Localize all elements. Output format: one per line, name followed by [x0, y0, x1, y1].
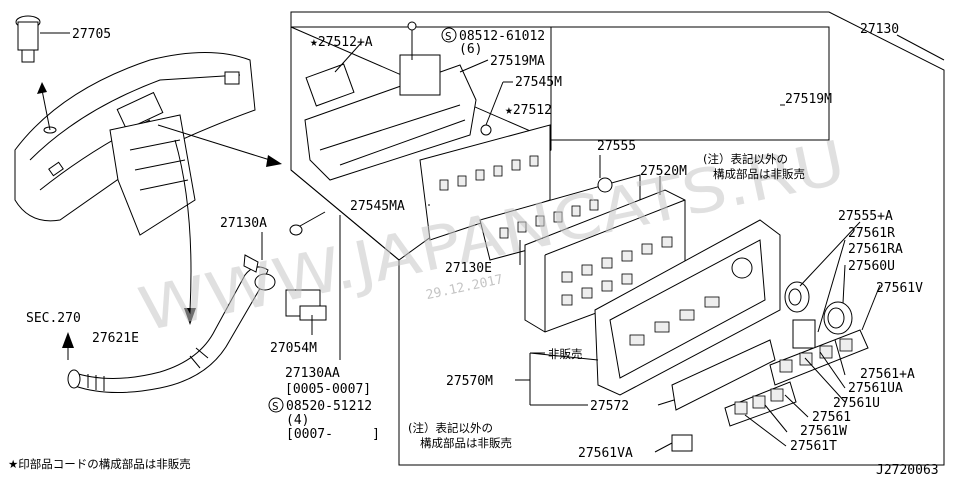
part-labels: 27705 ★27512+A S 08512-61012 (6) 27519MA…: [8, 22, 939, 478]
note-b-line1: (注）表記以外の: [408, 421, 493, 435]
label-27519m: 27519M: [785, 92, 832, 107]
note-b-line2: 構成部品は非販売: [420, 436, 512, 450]
note-a-line2: 構成部品は非販売: [713, 167, 805, 181]
diagram-code: J2720063: [876, 463, 939, 478]
label-27561u: 27561U: [833, 396, 880, 411]
label-08512: 08512-61012: [459, 29, 545, 44]
label-27520m: 27520M: [640, 164, 687, 179]
screw-s-2: S: [272, 400, 279, 413]
ambient-sensor-27054m: [243, 254, 327, 321]
label-hihanbai: 非販売: [548, 347, 583, 361]
circuit-boards: [419, 124, 641, 261]
label-27130e: 27130E: [445, 261, 492, 276]
screw-symbol-1: [441, 27, 457, 43]
label-27621e: 27621E: [92, 331, 139, 346]
label-27561v: 27561V: [876, 281, 923, 296]
label-08520: 08520-51212: [286, 399, 372, 414]
label-27512a: ★27512+A: [310, 35, 373, 50]
label-27555: 27555: [597, 139, 636, 154]
label-27561r: 27561R: [848, 226, 895, 241]
label-27570m: 27570M: [446, 374, 493, 389]
dashboard-drawing: [14, 52, 256, 236]
label-27705: 27705: [72, 27, 111, 42]
label-27561w: 27561W: [800, 424, 847, 439]
sensor-27705: [15, 15, 70, 63]
screw-27130aa: [289, 211, 326, 236]
pointer-arrows: [37, 82, 282, 360]
front-panel-27570m: [594, 219, 781, 396]
label-27561ua: 27561UA: [848, 381, 903, 396]
footnote: ★印部品コードの構成部品は非販売: [8, 457, 191, 471]
label-27130: 27130: [860, 22, 899, 37]
label-27545ma: 27545MA: [350, 199, 405, 214]
screw-symbol-2: [268, 397, 284, 413]
label-27561t: 27561T: [790, 439, 837, 454]
aspirator-hose: [67, 266, 269, 393]
label-27054m: 27054M: [270, 341, 317, 356]
note-a-line1: (注）表記以外の: [703, 152, 788, 166]
screw-s-1: S: [445, 30, 452, 43]
label-sec270: SEC.270: [26, 311, 81, 326]
leader-lines: [261, 34, 945, 453]
button-caps: [671, 329, 869, 452]
label-range2: [0007- ]: [286, 427, 380, 442]
label-27130a: 27130A: [220, 216, 267, 231]
display-lens-27572: [671, 339, 776, 411]
bracket-27519ma: [304, 21, 477, 181]
label-27512: ★27512: [505, 103, 552, 118]
label-27130aa: 27130AA: [285, 366, 340, 381]
label-27519ma: 27519MA: [490, 54, 545, 69]
label-range1: [0005-0007]: [285, 382, 371, 397]
label-27561a: 27561+A: [860, 367, 915, 382]
label-27561: 27561: [812, 410, 851, 425]
label-08512-qty: (6): [459, 42, 482, 57]
label-27561ra: 27561RA: [848, 242, 903, 257]
label-27545m: 27545M: [515, 75, 562, 90]
label-27560u: 27560U: [848, 259, 895, 274]
label-27572: 27572: [590, 399, 629, 414]
label-08520-qty: (4): [286, 413, 309, 428]
knobs: [784, 281, 853, 349]
label-27561va: 27561VA: [578, 446, 633, 461]
label-27555a: 27555+A: [838, 209, 893, 224]
